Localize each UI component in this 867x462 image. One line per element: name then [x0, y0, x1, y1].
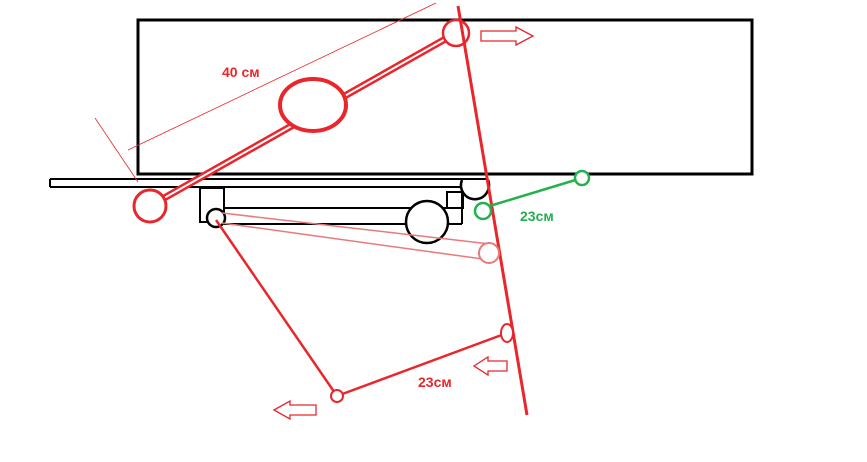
arm-counterweight [278, 77, 348, 133]
pink-pivot [478, 242, 500, 264]
arrow-left-icon [472, 355, 508, 377]
label-23cm-green: 23см [520, 208, 554, 224]
lower-joint [330, 389, 344, 403]
arrow-left-bottom-icon [272, 399, 317, 421]
green-pivot-a [473, 201, 493, 221]
slanted-lever [456, 5, 529, 416]
lower-link-a [214, 219, 339, 397]
dimension-lines [94, 2, 437, 183]
label-23cm-red: 23см [418, 374, 452, 390]
small-wheel [205, 207, 227, 229]
green-pivot-b [573, 169, 591, 187]
arrow-right-icon [480, 25, 535, 47]
green-link [482, 176, 583, 210]
large-wheel [404, 199, 450, 245]
lower-link-b [336, 331, 508, 398]
label-40cm: 40 см [222, 64, 260, 80]
rail [49, 178, 488, 188]
arm-lower-pivot [132, 188, 168, 224]
upper-wheel [459, 179, 491, 201]
cabinet-box [136, 18, 754, 176]
lever-joint [500, 323, 514, 343]
pink-link [221, 212, 491, 261]
